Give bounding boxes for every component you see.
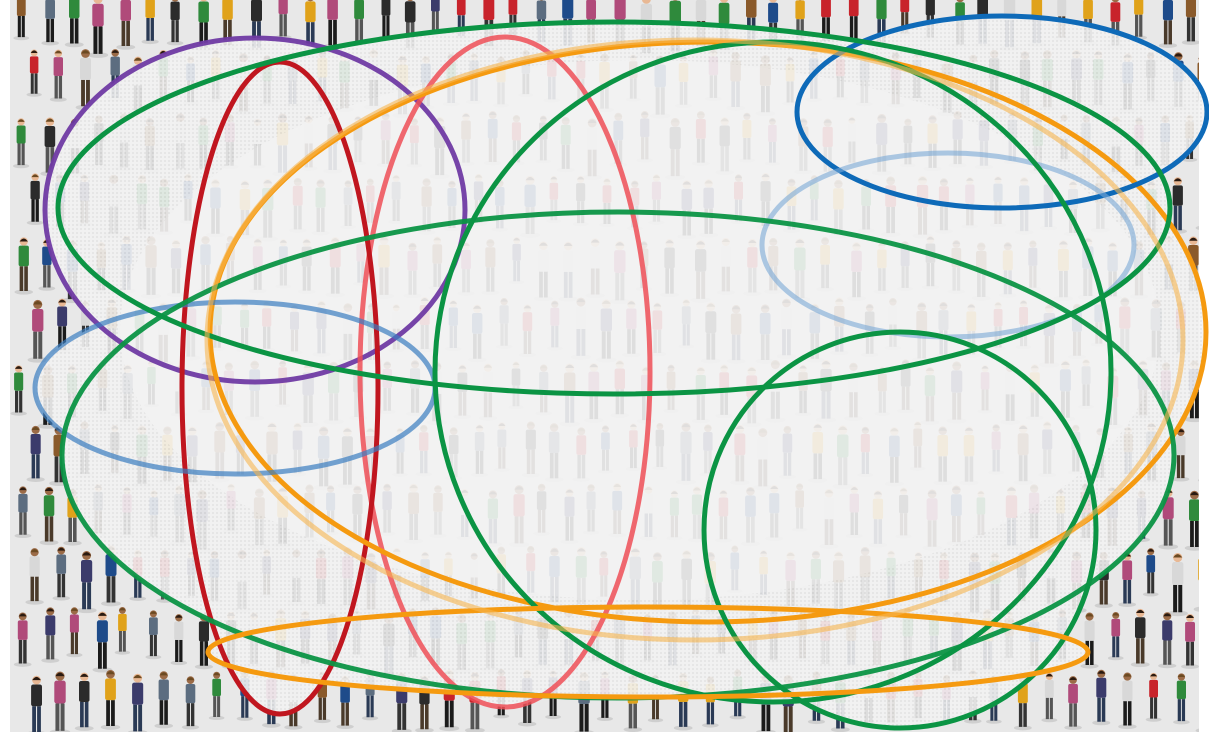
person-figure [1173, 673, 1190, 725]
person-figure [1158, 612, 1177, 669]
green-large-ellipse [55, 19, 1173, 397]
person-figure [13, 118, 30, 169]
person-figure [1181, 613, 1199, 669]
person-figure [26, 173, 44, 226]
person-figure [1064, 676, 1082, 731]
dark-red-ellipse [179, 59, 381, 717]
person-figure [1118, 552, 1137, 607]
person-figure [1197, 479, 1199, 482]
person-figure [170, 614, 188, 666]
person-figure [166, 0, 184, 46]
person-figure [100, 669, 121, 730]
person-figure [1172, 428, 1190, 482]
person-figure [1195, 226, 1199, 230]
person-figure [116, 0, 136, 50]
person-figure [52, 546, 70, 601]
person-figure [1181, 0, 1199, 45]
blue-ellipse [794, 13, 1209, 211]
person-figure [41, 0, 59, 46]
person-figure [114, 606, 131, 655]
person-figure [66, 607, 83, 658]
person-figure [49, 49, 67, 102]
ellipse-outlines [32, 13, 1209, 731]
person-figure [145, 610, 162, 660]
person-figure [41, 607, 60, 663]
orange-bottom-ellipse [205, 604, 1091, 700]
person-figure [1193, 558, 1199, 612]
person-figure [39, 486, 59, 546]
person-figure [27, 299, 48, 363]
person-figure [141, 0, 159, 45]
person-figure [26, 49, 42, 97]
person-figure [14, 237, 34, 295]
person-figure [1041, 672, 1058, 723]
person-figure [154, 671, 174, 729]
person-figure [64, 0, 84, 48]
person-figure [1195, 728, 1199, 732]
faint-orange-ellipse [204, 37, 1186, 643]
person-figure [13, 0, 30, 41]
person-figure [38, 239, 56, 291]
purple-ellipse [42, 35, 468, 385]
person-figure [10, 365, 27, 416]
person-figure [26, 425, 45, 482]
person-figure [1092, 669, 1111, 726]
green-circle-ellipse [701, 329, 1099, 731]
person-figure [1168, 177, 1187, 234]
person-figure [1145, 672, 1162, 722]
person-figure [76, 551, 97, 614]
person-figure [49, 671, 71, 732]
person-figure [87, 0, 109, 58]
person-figure [1158, 0, 1178, 48]
central-overlay-fill [120, 60, 1160, 600]
person-figure [1142, 548, 1159, 597]
person-figure [92, 611, 113, 673]
person-figure [74, 672, 94, 731]
person-figure [13, 612, 32, 667]
person-figure [181, 676, 200, 730]
person-figure [1184, 490, 1199, 551]
person-figure [1118, 672, 1137, 730]
person-figure [127, 673, 148, 732]
person-figure [14, 486, 32, 539]
person-figure [208, 671, 225, 721]
person-figure [1167, 552, 1188, 617]
person-figure [25, 548, 44, 605]
person-figure [1107, 611, 1124, 661]
person-figure [1130, 608, 1150, 668]
